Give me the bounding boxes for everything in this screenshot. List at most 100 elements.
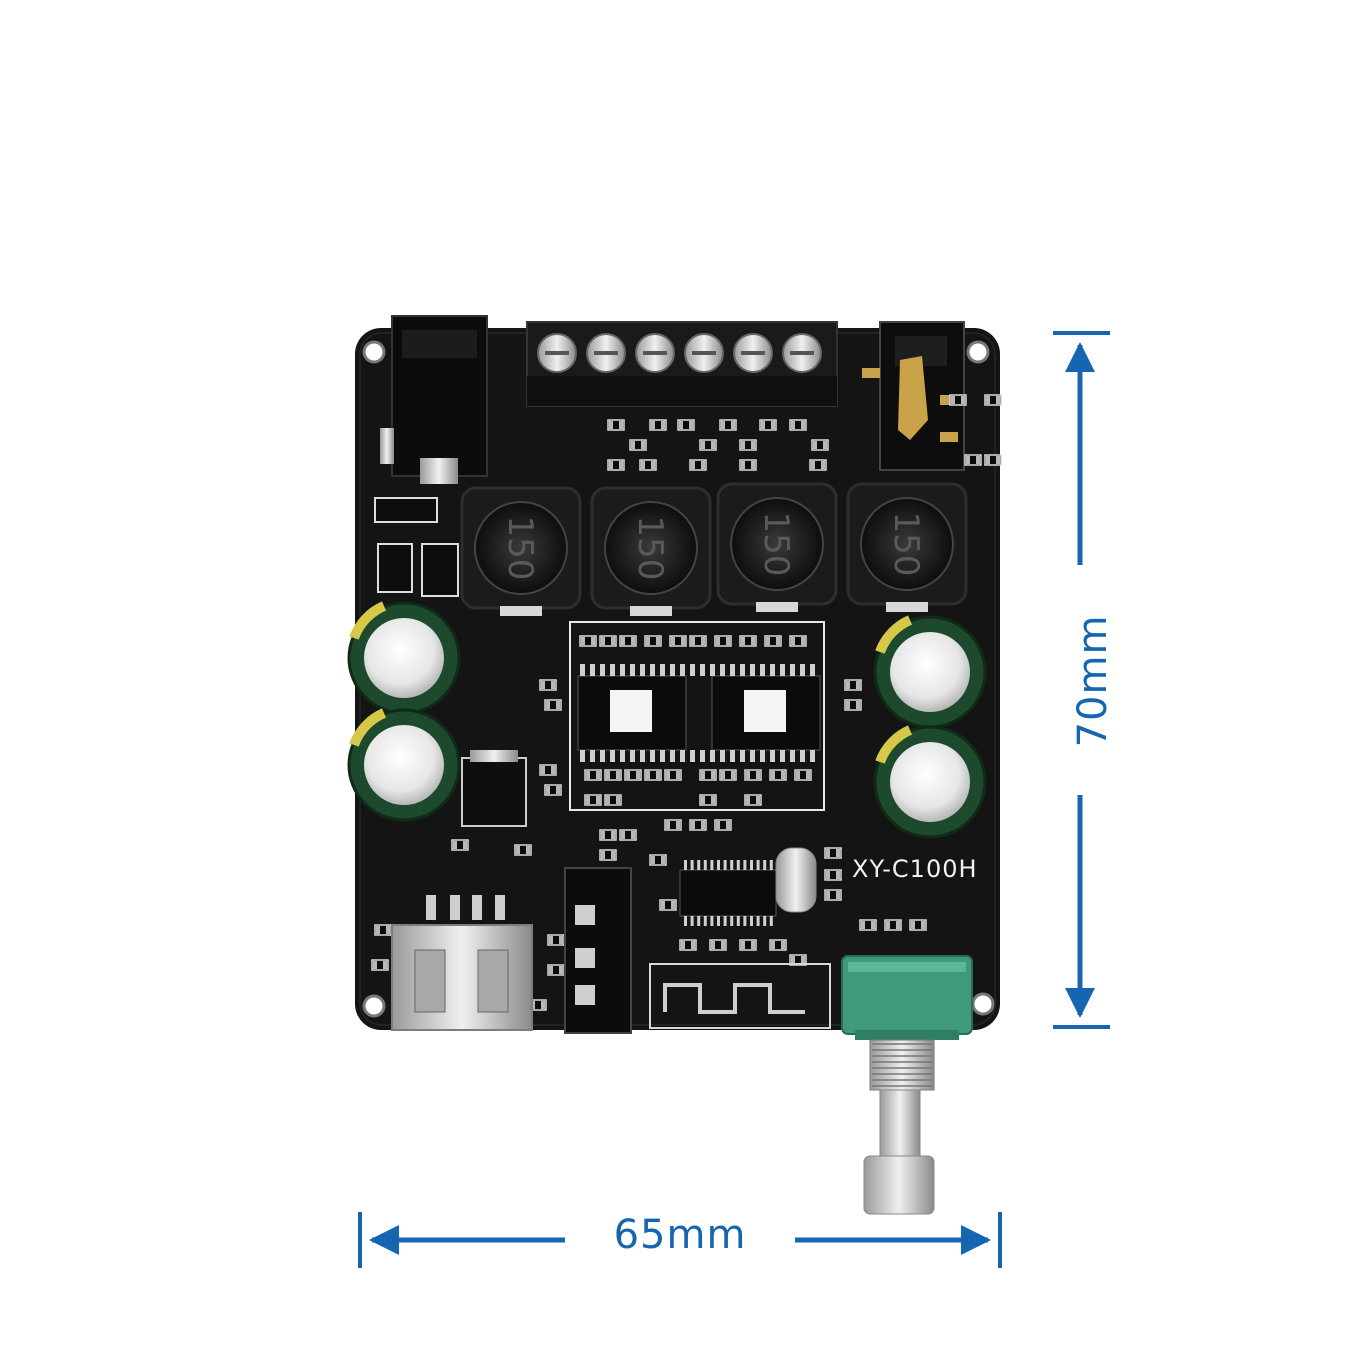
width-dimension-label: 65mm bbox=[613, 1212, 747, 1258]
aux-jack bbox=[564, 867, 632, 1034]
smd-part bbox=[689, 819, 707, 831]
smd-part bbox=[624, 769, 642, 781]
height-dimension-arrow bbox=[1053, 331, 1110, 1029]
smd-part bbox=[689, 635, 707, 647]
smd-part bbox=[844, 699, 862, 711]
smd-part bbox=[539, 679, 557, 691]
smd-part bbox=[714, 819, 732, 831]
smd-part bbox=[544, 784, 562, 796]
smd-part bbox=[579, 635, 597, 647]
inductor-marking: 150 bbox=[500, 516, 540, 581]
smd-part bbox=[451, 839, 469, 851]
smd-part bbox=[699, 439, 717, 451]
smd-part bbox=[744, 794, 762, 806]
usb-port bbox=[391, 895, 533, 1031]
smd-part bbox=[607, 419, 625, 431]
smd-part bbox=[539, 764, 557, 776]
smd-part bbox=[669, 635, 687, 647]
smd-part bbox=[739, 439, 757, 451]
width-dimension-arrow bbox=[358, 1212, 1002, 1268]
inductor: 150 bbox=[460, 486, 582, 616]
inductor-marking: 150 bbox=[756, 512, 796, 577]
smd-part bbox=[809, 459, 827, 471]
smd-part bbox=[659, 899, 677, 911]
inductor-marking: 150 bbox=[886, 512, 926, 577]
capacitor bbox=[347, 601, 461, 715]
capacitor bbox=[873, 615, 987, 729]
inductor: 150 bbox=[590, 486, 712, 616]
smd-part bbox=[699, 794, 717, 806]
smd-part bbox=[604, 769, 622, 781]
smd-part bbox=[599, 829, 617, 841]
smd-part bbox=[699, 769, 717, 781]
smd-part bbox=[629, 439, 647, 451]
inductor: 150 bbox=[846, 482, 968, 612]
smd-part bbox=[607, 459, 625, 471]
smd-part bbox=[949, 394, 967, 406]
smd-part bbox=[739, 459, 757, 471]
smd-part bbox=[599, 635, 617, 647]
model-label: XY-C100H bbox=[852, 855, 978, 883]
capacitor bbox=[873, 725, 987, 839]
smd-part bbox=[677, 419, 695, 431]
smd-part bbox=[739, 635, 757, 647]
smd-part bbox=[984, 454, 1002, 466]
inductor: 150 bbox=[716, 482, 838, 612]
smd-part bbox=[769, 939, 787, 951]
smd-part bbox=[514, 844, 532, 856]
smd-part bbox=[909, 919, 927, 931]
smd-part bbox=[824, 869, 842, 881]
smd-part bbox=[679, 939, 697, 951]
smd-part bbox=[824, 889, 842, 901]
electrolytic-capacitors bbox=[347, 601, 987, 839]
inductors: 150 150 150 150 bbox=[460, 482, 968, 616]
smd-components bbox=[371, 394, 1002, 1011]
smd-part bbox=[764, 635, 782, 647]
smd-part bbox=[719, 419, 737, 431]
smd-part bbox=[759, 419, 777, 431]
terminal-screws bbox=[537, 333, 822, 373]
bluetooth-antenna bbox=[649, 963, 831, 1029]
dc-power-jack bbox=[380, 315, 488, 484]
headphone-jack bbox=[862, 321, 965, 471]
smd-part bbox=[964, 454, 982, 466]
smd-part bbox=[789, 635, 807, 647]
height-dimension-label: 70mm bbox=[1070, 614, 1116, 748]
smd-part bbox=[644, 769, 662, 781]
smd-part bbox=[811, 439, 829, 451]
smd-part bbox=[619, 635, 637, 647]
smd-part bbox=[714, 635, 732, 647]
smd-part bbox=[789, 419, 807, 431]
smd-part bbox=[859, 919, 877, 931]
capacitor bbox=[347, 708, 461, 822]
smd-part bbox=[619, 829, 637, 841]
smd-part bbox=[664, 769, 682, 781]
smd-part bbox=[639, 459, 657, 471]
smd-part bbox=[599, 849, 617, 861]
smd-part bbox=[371, 959, 389, 971]
inductor-marking: 150 bbox=[630, 516, 670, 581]
smd-part bbox=[584, 794, 602, 806]
diodes bbox=[374, 497, 459, 597]
volume-potentiometer bbox=[841, 955, 973, 1215]
amplifier-chips bbox=[569, 621, 825, 811]
smd-part bbox=[709, 939, 727, 951]
smd-part bbox=[884, 919, 902, 931]
smd-part bbox=[739, 939, 757, 951]
voltage-regulator bbox=[461, 750, 527, 827]
smd-part bbox=[844, 679, 862, 691]
smd-part bbox=[664, 819, 682, 831]
smd-part bbox=[584, 769, 602, 781]
smd-part bbox=[649, 854, 667, 866]
smd-part bbox=[824, 847, 842, 859]
smd-part bbox=[689, 459, 707, 471]
smd-part bbox=[794, 769, 812, 781]
smd-part bbox=[544, 699, 562, 711]
bluetooth-chip bbox=[679, 847, 817, 926]
smd-part bbox=[984, 394, 1002, 406]
smd-part bbox=[719, 769, 737, 781]
smd-part bbox=[604, 794, 622, 806]
smd-part bbox=[744, 769, 762, 781]
